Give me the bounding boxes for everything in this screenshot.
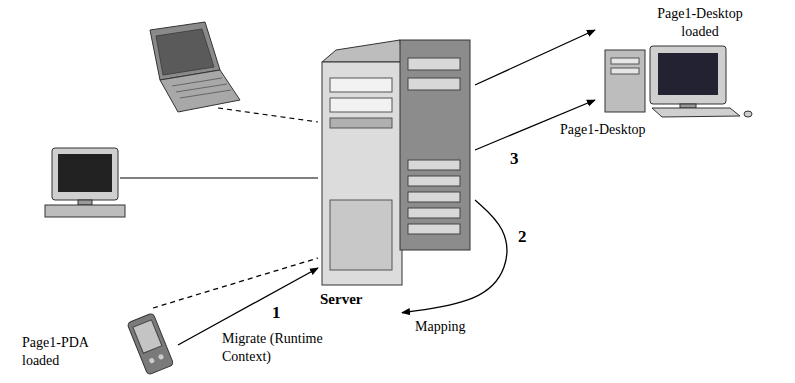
workstation-icon xyxy=(605,46,752,117)
pda-icon xyxy=(127,313,174,375)
desktop-pc-icon xyxy=(52,148,118,200)
edge-label: Migrate (Runtime Context) xyxy=(222,330,347,365)
workstation-icon xyxy=(658,53,718,95)
desktop-pc-icon xyxy=(78,200,92,205)
server-icon xyxy=(330,200,392,270)
workstation-icon xyxy=(652,108,740,117)
workstation-icon xyxy=(680,104,696,108)
server-icon xyxy=(408,78,460,90)
node-label: Page1-Desktop loaded xyxy=(651,5,749,40)
callout-number: 2 xyxy=(518,228,527,247)
workstation-icon xyxy=(744,111,752,117)
edge-label: Mapping xyxy=(415,318,466,336)
laptop-link xyxy=(218,108,318,122)
desktop-pc-link xyxy=(120,178,318,179)
server-icon xyxy=(408,208,460,218)
pda-icon xyxy=(127,313,174,375)
server-icon xyxy=(322,40,402,62)
desktop-pc-icon xyxy=(45,205,125,217)
workstation-icon xyxy=(650,46,726,104)
laptop-link xyxy=(218,108,318,122)
workstation-icon xyxy=(611,68,639,74)
callout-number: 1 xyxy=(272,304,281,323)
connector-arrow xyxy=(475,30,595,85)
connector-arrow xyxy=(153,258,318,308)
node-label: Server xyxy=(320,290,362,309)
edge-label: Page1-Desktop xyxy=(560,121,646,139)
laptop-icon xyxy=(176,84,227,92)
laptop-icon xyxy=(150,22,240,112)
laptop-icon xyxy=(156,29,214,75)
pda-icon xyxy=(148,357,155,364)
desktop-pc-icon xyxy=(58,154,112,192)
server-icon xyxy=(408,58,460,70)
server-icon xyxy=(408,192,460,202)
desktop-node: Page1-Desktop loaded xyxy=(595,3,752,122)
server-icon xyxy=(330,118,392,128)
laptop-icon xyxy=(180,90,231,98)
pda-node: Page1-PDA loaded xyxy=(18,300,178,380)
laptop-icon xyxy=(172,78,222,86)
pda-icon xyxy=(158,354,165,361)
server-icon xyxy=(330,98,392,112)
node-label: Page1-PDA loaded xyxy=(22,334,102,369)
laptop-icon xyxy=(160,70,240,112)
server-icon xyxy=(322,40,470,285)
server-icon xyxy=(400,40,470,250)
server-icon xyxy=(408,176,460,186)
server-node: Server xyxy=(318,40,475,312)
server-icon xyxy=(408,160,460,170)
server-icon xyxy=(330,78,392,92)
server-icon xyxy=(408,224,460,234)
connector-arrow xyxy=(402,200,507,313)
desktop-pc-icon xyxy=(45,148,125,217)
workstation-icon xyxy=(611,58,639,64)
workstation-icon xyxy=(605,50,645,112)
desktop-pc-link xyxy=(120,177,318,178)
server-icon xyxy=(322,62,402,285)
pda-icon xyxy=(133,320,162,353)
callout-number: 3 xyxy=(510,150,519,169)
